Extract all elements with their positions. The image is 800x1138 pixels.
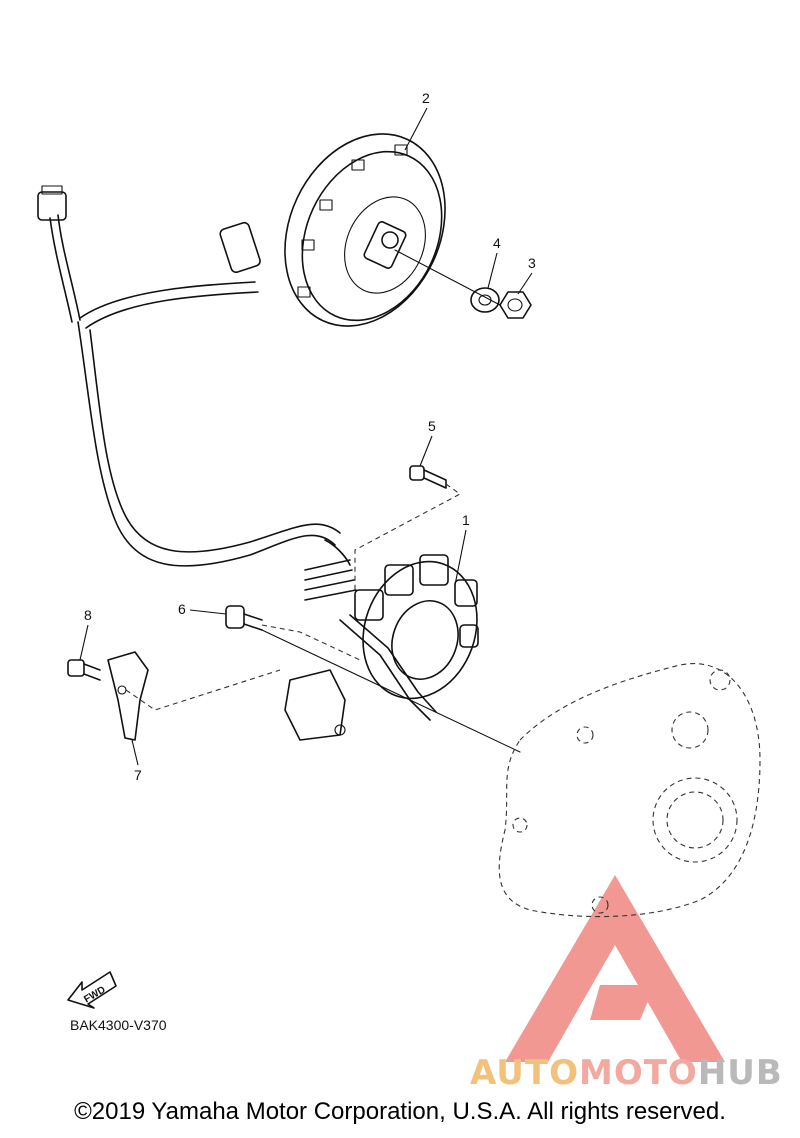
callout-label: 5 xyxy=(428,418,436,434)
fwd-arrow-icon: FWD xyxy=(67,971,117,1009)
callout-label: 6 xyxy=(178,601,186,617)
watermark-part3: HUB xyxy=(697,1053,783,1093)
diagram-code: BAK4300-V370 xyxy=(70,1017,167,1033)
callout-5: 5 xyxy=(419,418,436,467)
connector-socket xyxy=(219,221,261,274)
callout-1: 1 xyxy=(454,512,470,586)
rotor-flywheel xyxy=(284,133,446,327)
watermark-logo xyxy=(505,875,725,1062)
callout-3: 3 xyxy=(517,255,536,295)
callout-6: 6 xyxy=(178,601,227,617)
callout-label: 7 xyxy=(134,767,142,783)
callout-label: 4 xyxy=(493,235,501,251)
watermark-part2: MOTO xyxy=(578,1053,698,1093)
callout-label: 8 xyxy=(84,607,92,623)
copyright-notice: ©2019 Yamaha Motor Corporation, U.S.A. A… xyxy=(74,1098,726,1125)
callout-2: 2 xyxy=(404,90,430,151)
callout-label: 1 xyxy=(462,512,470,528)
callout-4: 4 xyxy=(487,235,501,289)
screw-6 xyxy=(225,605,263,631)
connector-plug xyxy=(37,191,67,221)
wire-harness xyxy=(37,185,357,601)
callout-label: 2 xyxy=(422,90,430,106)
screw-8 xyxy=(67,659,101,681)
stator-coil xyxy=(284,554,479,741)
callout-7: 7 xyxy=(131,739,142,783)
watermark-text: AUTOMOTOHUB xyxy=(470,1053,783,1093)
crankcase-cover xyxy=(498,663,761,918)
flange-nut xyxy=(499,291,532,319)
callout-8: 8 xyxy=(79,607,92,661)
plate-7 xyxy=(107,651,149,741)
callout-label: 3 xyxy=(528,255,536,271)
bolt-5 xyxy=(409,465,447,489)
watermark-part1: AUTO xyxy=(470,1053,579,1093)
